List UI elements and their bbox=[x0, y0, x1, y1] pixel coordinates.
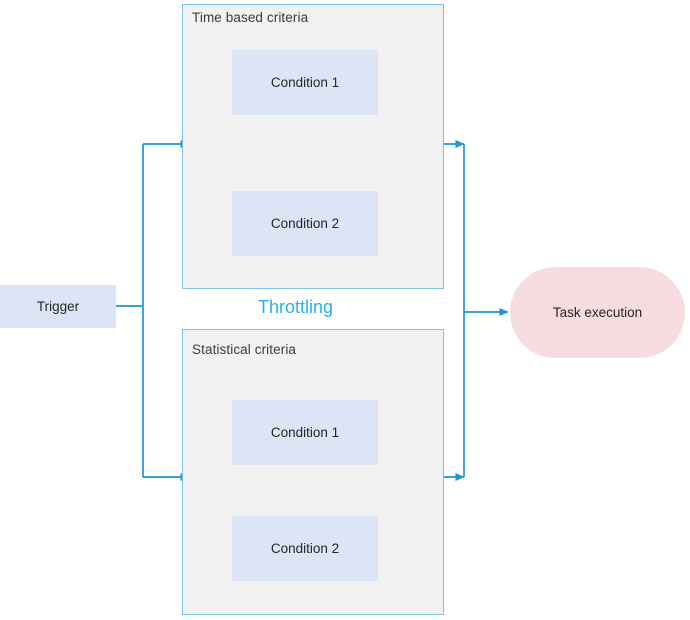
group-statistical-title: Statistical criteria bbox=[192, 342, 297, 357]
trigger-node[interactable]: Trigger bbox=[0, 285, 116, 328]
statistical-condition-2[interactable]: Condition 2 bbox=[232, 516, 378, 581]
statistical-condition-1[interactable]: Condition 1 bbox=[232, 400, 378, 465]
time-based-condition-2[interactable]: Condition 2 bbox=[232, 191, 378, 256]
diagram-title: Throttling bbox=[258, 297, 334, 317]
group-time-based-title: Time based criteria bbox=[192, 10, 309, 25]
task-execution-label: Task execution bbox=[552, 305, 643, 320]
time-based-condition-2-label: Condition 2 bbox=[270, 216, 340, 231]
trigger-label: Trigger bbox=[36, 299, 80, 314]
statistical-condition-1-label: Condition 1 bbox=[270, 425, 340, 440]
time-based-condition-1-label: Condition 1 bbox=[270, 75, 340, 90]
time-based-condition-1[interactable]: Condition 1 bbox=[232, 50, 378, 115]
statistical-condition-2-label: Condition 2 bbox=[270, 541, 340, 556]
task-execution-node[interactable]: Task execution bbox=[510, 267, 685, 358]
